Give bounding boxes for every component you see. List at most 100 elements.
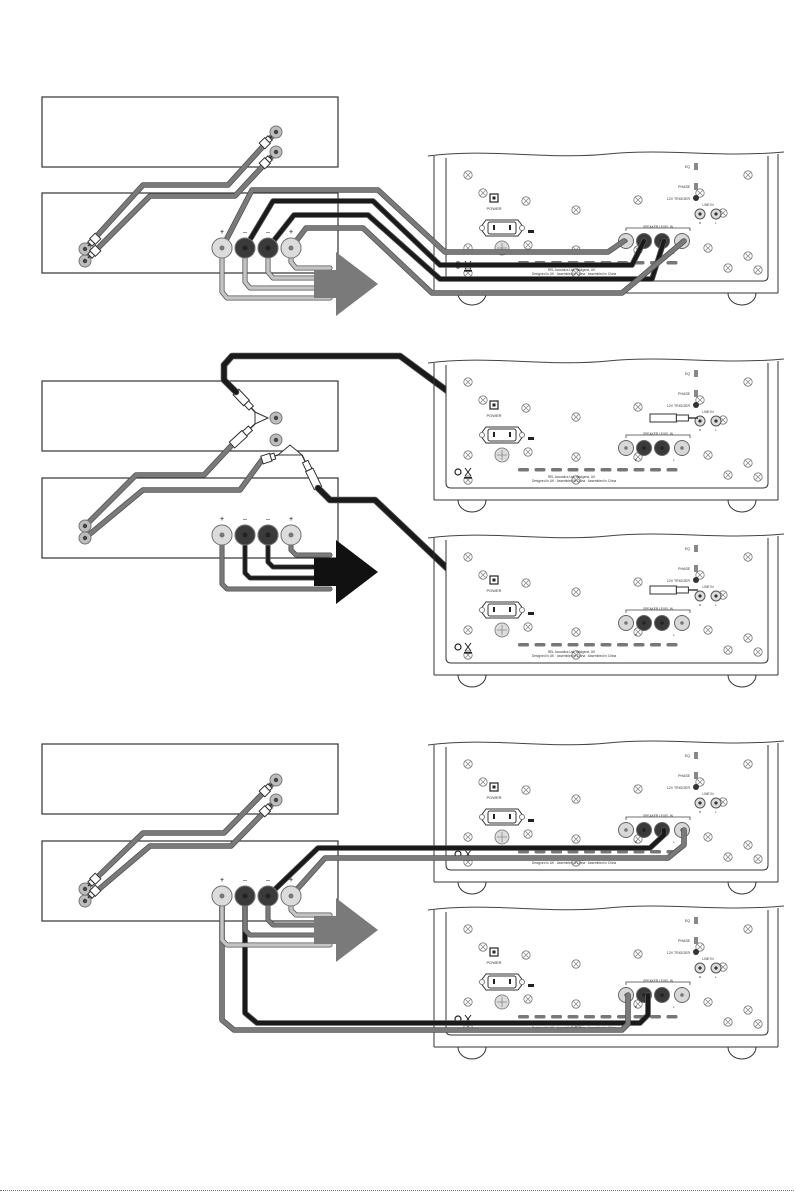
phase-label: PHASE xyxy=(678,774,691,778)
terminal-center xyxy=(288,532,294,538)
trigger-jack xyxy=(693,784,699,790)
terminal-center xyxy=(642,828,646,832)
power-inlet-socket xyxy=(487,975,517,989)
cabinet-top-wave xyxy=(427,533,785,539)
line-in-label: LINE IN xyxy=(702,957,714,961)
jack-center xyxy=(82,523,88,529)
speaker-l-label: L xyxy=(673,840,675,844)
inlet-screw-right xyxy=(519,814,525,820)
page-bottom-rule xyxy=(0,1190,794,1191)
screw-icon xyxy=(743,840,753,850)
screw-icon xyxy=(633,784,643,794)
inlet-pin-right xyxy=(509,432,511,437)
source-rca-jack-1 xyxy=(269,411,283,425)
vent-slot xyxy=(534,1015,546,1019)
trigger-label: 12V TRIGGER xyxy=(667,951,691,955)
source-rca-jack-1 xyxy=(269,125,283,139)
vent-slot xyxy=(551,643,562,647)
signal-to-speakers-arrow xyxy=(314,898,378,962)
line-in-l-jack xyxy=(710,590,722,602)
eq-switch xyxy=(694,917,698,924)
rca-plug-body xyxy=(649,413,677,423)
speaker-r-label: R xyxy=(635,633,638,637)
speaker-out-3 xyxy=(243,533,332,580)
source-rca-jack-2 xyxy=(269,145,283,159)
terminal-polarity-label: + xyxy=(220,516,224,523)
inlet-pin-left xyxy=(493,432,495,437)
line-in-r-jack xyxy=(694,797,706,809)
rca-plug xyxy=(87,884,102,899)
amp-terminal-4 xyxy=(280,237,302,259)
inlet-screw-right xyxy=(519,432,525,438)
speaker-r-label: R xyxy=(635,458,638,462)
jack-center xyxy=(273,149,279,155)
screw-icon xyxy=(743,759,753,769)
phase-switch xyxy=(694,565,698,572)
line-in-l-label: L xyxy=(715,975,717,979)
screw-icon xyxy=(571,794,581,804)
footer-text-line1: REL Acoustics Ltd., Bridgend, UK xyxy=(548,650,596,654)
weee-bin-icon xyxy=(464,467,472,477)
footer-text-line2: Designed in UK · Assembled in China · As… xyxy=(532,654,616,658)
eq-label: EQ xyxy=(685,165,690,169)
terminal-polarity-label: + xyxy=(220,229,224,236)
vent-slot xyxy=(617,850,628,854)
rca-plug-collar xyxy=(675,586,689,594)
terminal-center xyxy=(219,245,225,251)
speaker-level-in-label: SPEAKER LEVEL IN xyxy=(643,432,674,436)
vent-slot xyxy=(584,1015,595,1019)
speaker-level-in-label: SPEAKER LEVEL IN xyxy=(643,814,674,818)
eq-switch xyxy=(694,163,698,170)
source-rca-jack-1 xyxy=(269,773,283,787)
trigger-label: 12V TRIGGER xyxy=(667,197,691,201)
terminal-center xyxy=(242,532,248,538)
source-component-box xyxy=(41,743,339,815)
cabinet-top-wave xyxy=(427,358,785,364)
terminal-polarity-label: + xyxy=(220,516,224,523)
amp-terminal-3 xyxy=(257,524,279,546)
jack-center xyxy=(273,777,279,783)
fuse-icon xyxy=(528,612,534,615)
screw-icon xyxy=(523,240,533,250)
rca-plug-pin xyxy=(269,155,273,159)
rca-plug-pin xyxy=(274,454,279,457)
footer-text-line2: Designed in UK · Assembled in China · As… xyxy=(532,479,616,483)
terminal-polarity-label: – xyxy=(266,229,270,236)
jack-center xyxy=(698,801,702,805)
terminal-center xyxy=(680,993,684,997)
screw-icon xyxy=(571,205,581,215)
terminal-center xyxy=(642,446,646,450)
speaker-l-label: L xyxy=(673,633,675,637)
inlet-screw-left xyxy=(479,979,485,985)
jack-center xyxy=(273,415,279,421)
amp-rca-jack-2 xyxy=(78,531,92,545)
power-switch-dot xyxy=(492,578,496,582)
terminal-polarity-label: + xyxy=(289,516,293,523)
rca-plug xyxy=(258,155,273,170)
rca-plug-collar xyxy=(269,452,277,461)
fuse-holder-cross xyxy=(497,450,507,460)
inlet-pin-right xyxy=(509,607,511,612)
screw-icon xyxy=(753,265,763,275)
jack-center xyxy=(698,212,702,216)
terminal-polarity-label: – xyxy=(266,516,270,523)
line-in-l-jack xyxy=(710,208,722,220)
rear-panel xyxy=(445,363,769,489)
power-inlet-socket xyxy=(487,810,517,824)
rear-panel xyxy=(445,538,769,664)
speaker-terminal-1 xyxy=(618,440,634,456)
line-in-label: LINE IN xyxy=(702,410,714,414)
vent-slot xyxy=(666,643,678,647)
terminal-polarity-label: + xyxy=(220,229,224,236)
screw-icon xyxy=(703,832,713,842)
vent-slot xyxy=(584,850,595,854)
inlet-screw-left xyxy=(479,607,485,613)
screw-icon xyxy=(463,170,473,180)
phase-switch xyxy=(694,772,698,779)
rca-plug-collar xyxy=(241,425,254,437)
vent-slot xyxy=(551,468,562,472)
power-inlet-socket xyxy=(487,221,517,235)
weee-bar xyxy=(464,270,472,272)
amp-terminal-1 xyxy=(211,885,233,907)
terminal-center xyxy=(288,893,294,899)
